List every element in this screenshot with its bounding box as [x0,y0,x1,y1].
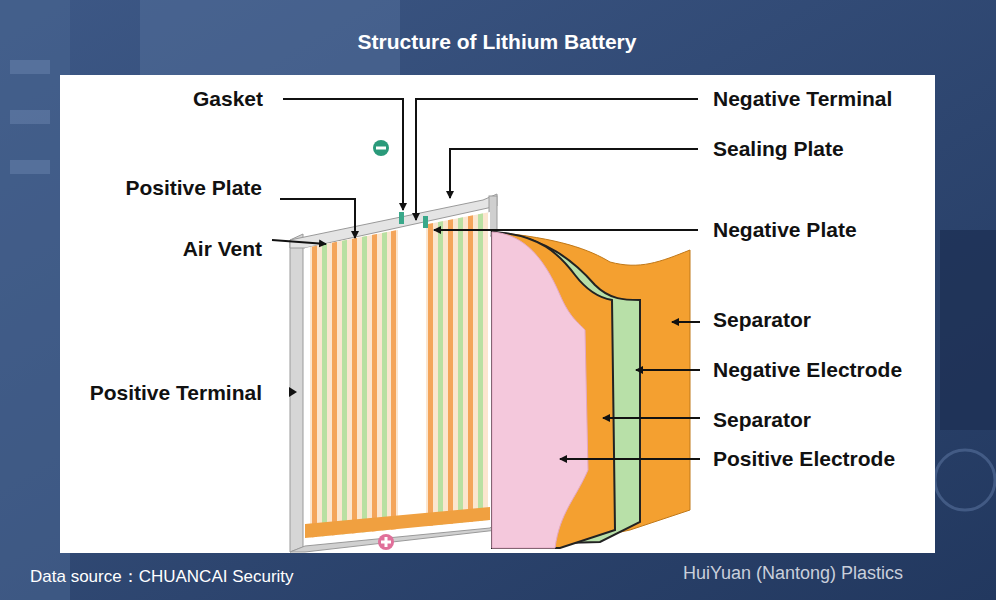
battery-body-part [290,522,497,552]
plate-stripes-part [438,200,443,560]
polarity-symbols [373,140,394,550]
electrode-layers [492,232,690,548]
battery-body [290,194,497,560]
part-label: Separator [713,408,811,432]
leader-lines-part [280,199,355,238]
white-panel [60,75,935,553]
plate-stripes-part [448,200,453,560]
plate-stripes-part [428,200,433,560]
plate-stripes-part [391,200,396,560]
leader-lines-part [560,458,700,460]
leader-lines-part [289,387,297,397]
plate-stripes-part [332,200,337,560]
part-label: Separator [713,308,811,332]
battery-body-part [290,234,303,552]
plate-stripes-part [458,200,463,560]
battery-body-part [399,212,404,224]
plate-stripes-part [382,200,387,560]
plate-stripes-part [310,200,398,560]
electrode-layers-part [492,232,615,548]
plate-stripes-part [352,200,357,560]
part-label: Air Vent [183,237,262,261]
plate-stripes-part [478,200,483,560]
plate-stripes-part [342,200,347,560]
plate-stripes [310,200,488,560]
plate-stripes-part [426,200,488,560]
part-label: Positive Plate [125,176,262,200]
plate-stripes-part [372,200,377,560]
leader-lines-part [636,369,700,371]
diagram-title: Structure of Lithium Battery [358,30,637,54]
part-label: Gasket [193,87,263,111]
background-photo-part [10,160,50,174]
plate-stripes-part [322,200,327,560]
leader-lines-part [672,321,700,323]
plate-stripes-part [362,200,367,560]
polarity-symbols-part [385,537,388,547]
background-photo-part [10,60,50,74]
plate-stripes-part [312,200,317,560]
background-photo-part [940,230,996,430]
leader-lines-part [283,99,403,210]
leader-lines-part [450,149,698,198]
electrode-layers-part [492,232,588,548]
leader-lines-part [272,240,326,244]
part-label: Sealing Plate [713,137,844,161]
part-label: Negative Electrode [713,358,902,382]
part-label: Positive Electrode [713,447,895,471]
background-photo-part [10,110,50,124]
polarity-symbols-part [373,140,389,156]
leader-lines-part [434,229,698,231]
background-photo-part [935,450,995,510]
polarity-symbols-part [376,147,386,150]
leader-lines [272,99,700,459]
background-photo-part [0,0,70,600]
leader-lines-part [603,417,700,419]
source-caption: Data source：CHUANCAI Security [30,567,294,587]
polarity-symbols-part [378,534,394,550]
plate-stripes-part [468,200,473,560]
leader-lines-part [416,99,698,220]
part-label: Negative Plate [713,218,857,242]
battery-body-part [423,216,428,228]
part-label: Negative Terminal [713,87,892,111]
part-label: Positive Terminal [90,381,262,405]
watermark: HuiYuan (Nantong) Plastics [683,563,903,584]
